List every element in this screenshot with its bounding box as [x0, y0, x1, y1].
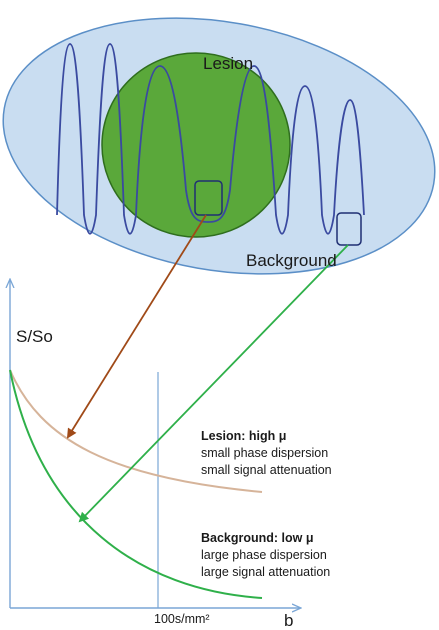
background-annotation: Background: low μ large phase dispersion…: [201, 530, 330, 581]
lesion-circle: [101, 52, 291, 238]
phase-wave: [56, 43, 365, 235]
lesion-sample-box: [194, 180, 223, 216]
lesion-label: Lesion: [203, 54, 254, 73]
b-value-marker-label: 100s/mm²: [154, 612, 210, 626]
background-decay-curve: [9, 369, 263, 599]
lesion-annotation-line1: small phase dispersion: [201, 446, 329, 460]
background-annotation-title: Background: low μ: [201, 531, 314, 545]
background-arrow: [78, 244, 349, 523]
background-annotation-line2: large signal attenuation: [201, 565, 331, 579]
background-annotation-line1: large phase dispersion: [201, 548, 327, 562]
background-sample-box: [336, 212, 362, 246]
lesion-annotation-line2: small signal attenuation: [201, 463, 332, 477]
x-axis-label: b: [284, 611, 294, 630]
lesion-decay-curve: [9, 369, 263, 493]
lesion-arrow: [66, 214, 207, 439]
lesion-annotation-title: Lesion: high μ: [201, 429, 287, 443]
background-label: Background: [246, 251, 337, 270]
lesion-annotation: Lesion: high μ small phase dispersion sm…: [201, 428, 332, 479]
y-axis-label: S/So: [16, 327, 53, 346]
